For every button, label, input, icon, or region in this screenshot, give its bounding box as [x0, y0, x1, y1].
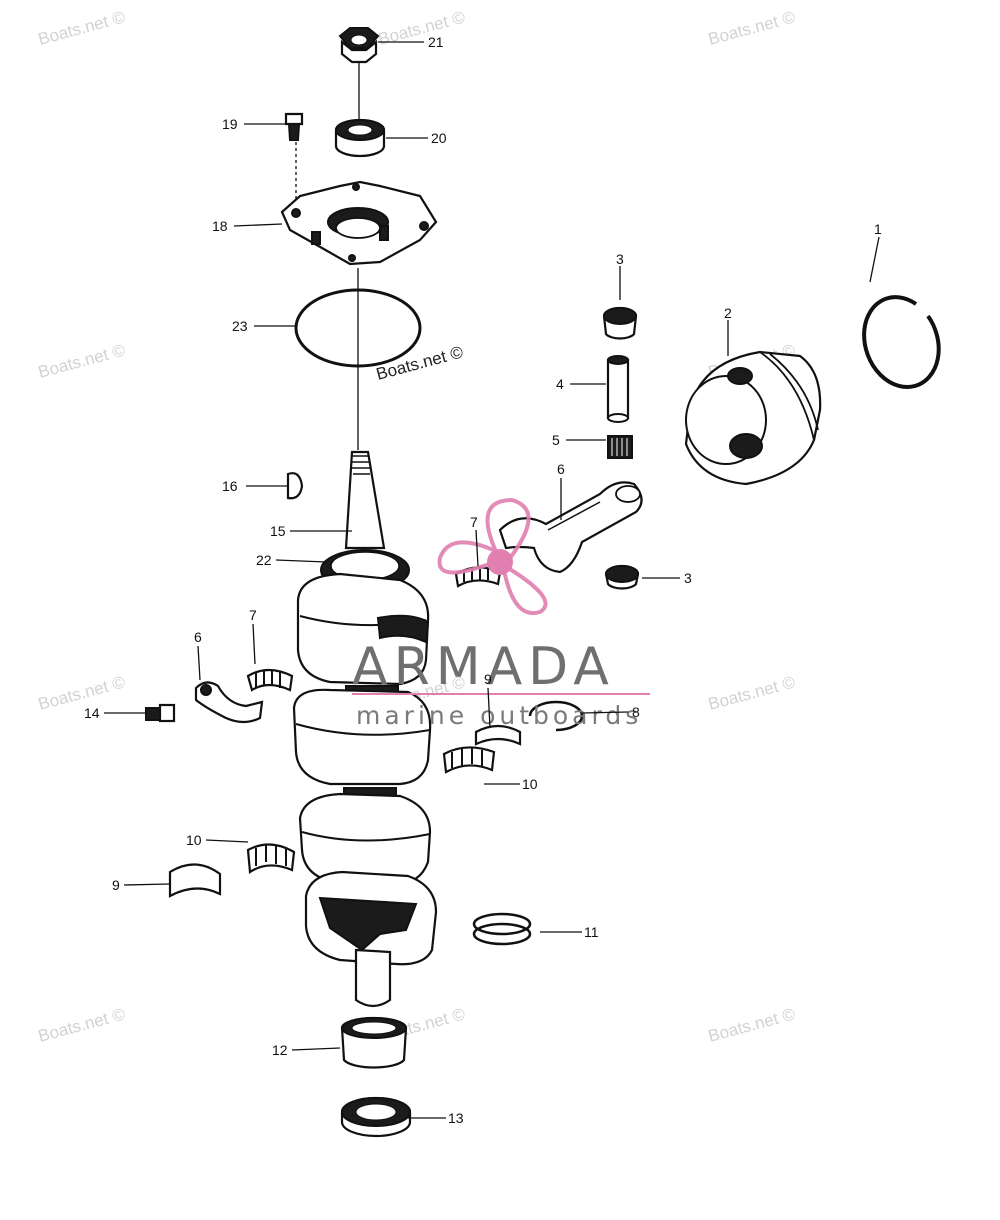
part-6-rod-cap — [194, 681, 264, 724]
callout-10: 10 — [522, 776, 538, 792]
watermark: Boats.net © — [36, 1004, 127, 1046]
callout-20: 20 — [431, 130, 447, 146]
part-16-woodruff-key — [286, 472, 304, 500]
callout-4: 4 — [556, 376, 564, 392]
part-8-retaining-ring — [528, 700, 584, 732]
callout-15: 15 — [270, 523, 286, 539]
watermark: Boats.net © — [36, 340, 127, 382]
callout-23: 23 — [232, 318, 248, 334]
callouts: 21 20 19 18 23 1 2 3 4 5 6 3 7 16 15 22 … — [84, 34, 882, 1126]
callout-7-lower: 7 — [249, 607, 257, 623]
propeller-icon — [437, 497, 548, 616]
brand-tagline: marine outboards — [356, 701, 642, 730]
callout-2: 2 — [724, 305, 732, 321]
callout-3-lower: 3 — [684, 570, 692, 586]
callout-10-left: 10 — [186, 832, 202, 848]
part-19-screw — [284, 112, 304, 141]
callout-6-lower: 6 — [194, 629, 202, 645]
callout-11: 11 — [584, 924, 599, 940]
callout-18: 18 — [212, 218, 228, 234]
brand-name: ARMADA — [352, 637, 615, 697]
watermark-dark: Boats.net © — [374, 342, 465, 384]
callout-7: 7 — [470, 514, 478, 530]
callout-5: 5 — [552, 432, 560, 448]
part-2-piston — [684, 350, 822, 486]
part-14-bolt — [145, 703, 176, 723]
callout-9: 9 — [484, 671, 492, 687]
part-12-roller-bearing — [340, 1016, 408, 1069]
callout-13: 13 — [448, 1110, 464, 1126]
watermark: Boats.net © — [706, 672, 797, 714]
part-13-washer — [340, 1096, 412, 1138]
leader-lines — [104, 41, 880, 1119]
watermark: Boats.net © — [36, 672, 127, 714]
callout-16: 16 — [222, 478, 238, 494]
part-10-roller-cage-right — [442, 746, 496, 774]
part-1-piston-ring — [862, 295, 941, 390]
callout-14: 14 — [84, 705, 100, 721]
callout-22: 22 — [256, 552, 272, 568]
watermark: Boats.net © — [36, 7, 127, 49]
part-10-roller-cage-left — [246, 843, 296, 874]
callout-8: 8 — [632, 704, 640, 720]
armada-logo: ARMADA marine outboards — [352, 497, 650, 730]
part-21-nut — [338, 27, 380, 64]
part-3-bearing-lower — [604, 564, 640, 590]
part-4-wrist-pin — [606, 355, 630, 423]
callout-12: 12 — [272, 1042, 288, 1058]
part-20-seal — [334, 118, 386, 158]
callout-9-left: 9 — [112, 877, 120, 893]
callout-1: 1 — [874, 221, 882, 237]
callout-21: 21 — [428, 34, 444, 50]
propeller-hub-icon — [487, 549, 513, 575]
part-11-ring — [472, 912, 532, 946]
part-6-connecting-rod — [498, 481, 643, 574]
watermark: Boats.net © — [706, 1004, 797, 1046]
watermark: Boats.net © — [706, 7, 797, 49]
part-7-needle-cage-lower — [246, 668, 294, 692]
callout-19: 19 — [222, 116, 238, 132]
callout-6: 6 — [557, 461, 565, 477]
part-9-race-left — [168, 863, 222, 898]
part-3-bearing-upper — [602, 306, 638, 340]
crankshaft-assembly — [292, 450, 438, 1008]
part-5-needle-bearing — [607, 435, 633, 459]
part-18-bearing-plate — [280, 180, 438, 266]
callout-3: 3 — [616, 251, 624, 267]
part-9-race-right — [474, 724, 522, 746]
